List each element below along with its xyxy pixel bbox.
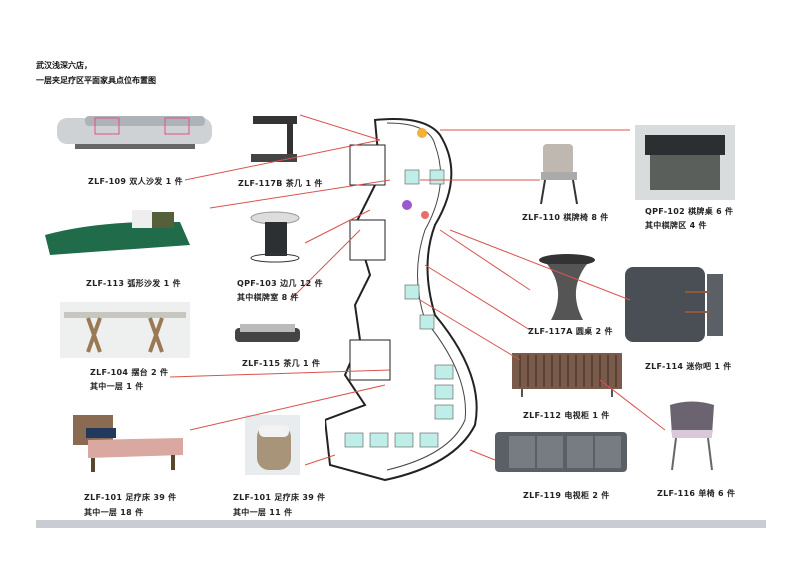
item-label-qpf-102: QPF-102 棋牌桌 6 件 [645, 207, 734, 216]
item-label-zlf-109: ZLF-109 双人沙发 1 件 [88, 177, 183, 186]
sheet-title: 一层夹足疗区平面家具点位布置图 [36, 76, 156, 85]
item-label-zlf-113: ZLF-113 弧形沙发 1 件 [86, 279, 181, 288]
coffee-table-115-image [235, 324, 300, 342]
item-label-zlf-114: ZLF-114 迷你吧 1 件 [645, 362, 732, 371]
footer-bar [36, 520, 766, 528]
item-label-zlf-117a: ZLF-117A 圆桌 2 件 [528, 327, 613, 336]
leader-line [299, 114, 381, 141]
coffee-table-117b-image [251, 116, 297, 162]
single-chair-image [670, 401, 714, 471]
side-table-image [250, 211, 300, 263]
curved-sofa-image [45, 210, 190, 255]
round-table-image [539, 254, 595, 320]
item-label-zlf-115: ZLF-115 茶几 1 件 [242, 359, 321, 368]
item-label-zlf-104: ZLF-104 摆台 2 件 [90, 368, 169, 377]
item-label-zlf-119: ZLF-119 电视柜 2 件 [523, 491, 610, 500]
item-note-zlf-101-b: 其中一层 11 件 [233, 508, 293, 517]
item-label-zlf-110: ZLF-110 棋牌椅 8 件 [522, 213, 609, 222]
item-label-zlf-101-a: ZLF-101 足疗床 39 件 [84, 493, 177, 502]
leader-line [184, 139, 381, 181]
loveseat-image [57, 116, 212, 149]
display-table-image [60, 302, 190, 358]
store-name: 武汉浅深六店， [36, 61, 92, 70]
item-label-zlf-112: ZLF-112 电视柜 1 件 [523, 411, 610, 420]
card-table-image [635, 125, 735, 200]
item-label-zlf-116: ZLF-116 单椅 6 件 [657, 489, 736, 498]
item-note-zlf-101-a: 其中一层 18 件 [84, 508, 144, 517]
item-label-zlf-117b: ZLF-117B 茶几 1 件 [238, 179, 323, 188]
mini-bar-image [625, 267, 723, 342]
card-chair-image [540, 144, 578, 205]
foot-bath-image [245, 415, 300, 475]
item-note-qpf-102: 其中棋牌区 4 件 [645, 221, 707, 230]
foot-massage-bed-image [73, 415, 183, 472]
tv-cabinet-119-image [495, 432, 627, 472]
item-note-qpf-103: 其中棋牌室 8 件 [237, 293, 299, 302]
item-note-zlf-104: 其中一层 1 件 [90, 382, 144, 391]
item-label-qpf-103: QPF-103 边几 12 件 [237, 279, 323, 288]
item-label-zlf-101-b: ZLF-101 足疗床 39 件 [233, 493, 326, 502]
